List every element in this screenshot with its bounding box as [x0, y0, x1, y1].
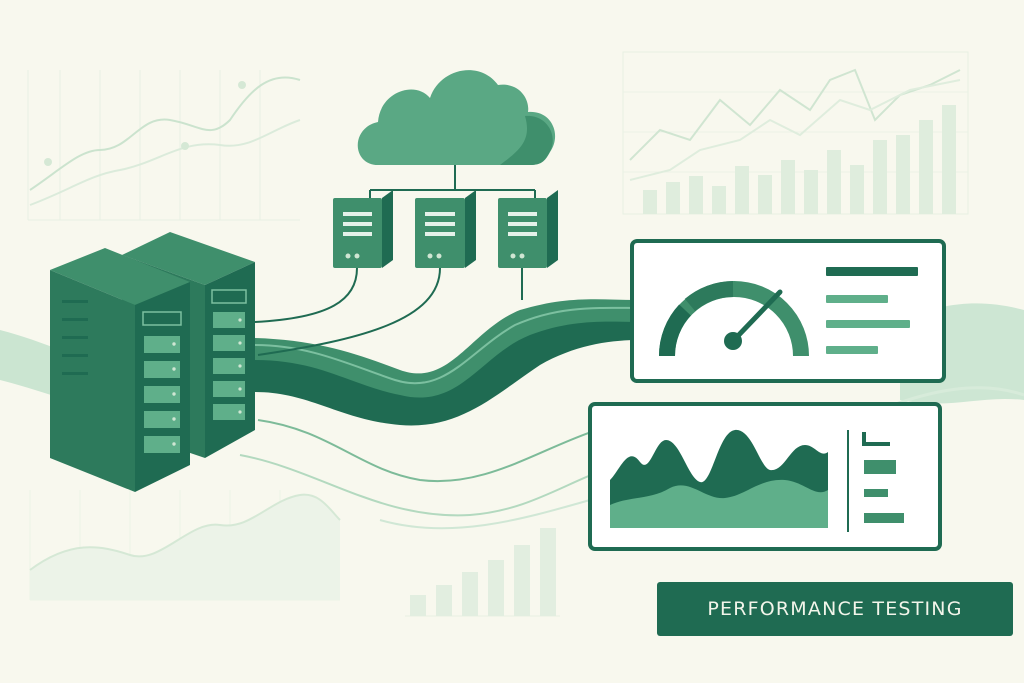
gauge-legend-bars: [826, 267, 918, 354]
small-server-3: [498, 190, 558, 268]
area-chart-legend: [862, 432, 904, 523]
background-line-chart-top-left: [27, 70, 301, 221]
flow-lines: [239, 419, 641, 530]
background-bar-chart-top-right: [622, 51, 969, 215]
cloud-icon: [357, 70, 556, 198]
gauge-panel: [630, 239, 946, 383]
small-server-1: [333, 190, 393, 268]
performance-testing-badge: PERFORMANCE TESTING: [657, 582, 1013, 636]
gauge-icon: [658, 281, 809, 357]
server-cables: [254, 267, 523, 356]
badge-label: PERFORMANCE TESTING: [707, 598, 963, 620]
background-area-chart-bottom-left: [29, 490, 341, 601]
server-rack-front-icon: [50, 248, 190, 492]
data-flow-ribbon: [254, 299, 641, 426]
small-server-2: [415, 190, 476, 268]
background-bar-chart-bottom: [405, 528, 560, 617]
area-chart-icon: [610, 429, 828, 528]
area-chart-panel: [588, 402, 942, 551]
